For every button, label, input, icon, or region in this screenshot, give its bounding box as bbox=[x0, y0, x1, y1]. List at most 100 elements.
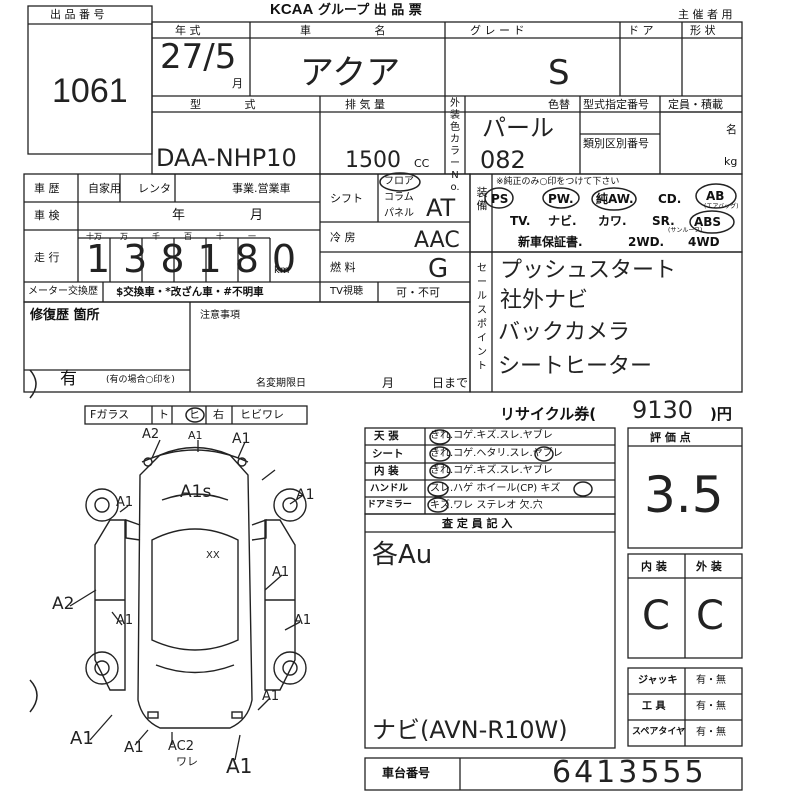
digit-100k: 十万 bbox=[86, 232, 102, 241]
color-value: パール bbox=[482, 114, 554, 142]
digit-10k: 万 bbox=[120, 232, 128, 241]
chassis-label: 車台番号 bbox=[382, 766, 431, 780]
glass-item-3: 右 bbox=[213, 408, 224, 421]
annotation-circles bbox=[29, 172, 737, 713]
tools-value: 有・無 bbox=[696, 701, 726, 712]
equip-abs: ABS bbox=[694, 215, 722, 229]
mark-right-rear: A1 bbox=[294, 613, 312, 628]
glass-item-2: ヒ bbox=[189, 408, 200, 421]
cond-ceiling-label: 天 張 bbox=[374, 430, 399, 442]
equip-pw: PW. bbox=[548, 192, 574, 206]
tv-options: 可・不可 bbox=[396, 286, 440, 299]
sales-points-label: セールスポイント bbox=[477, 263, 487, 372]
grade-label: グ レ ー ド bbox=[470, 24, 525, 37]
cond-interior-label: 内 装 bbox=[374, 465, 399, 477]
cond-interior-text: きれ.コゲ.キズ.スレ.ヤブレ bbox=[430, 465, 553, 476]
year-label: 年 式 bbox=[175, 24, 201, 37]
sales-point-1: プッシュスタート bbox=[500, 258, 677, 283]
chassis-value: 6413555 bbox=[552, 755, 707, 790]
mark-right-wheel: A1 bbox=[296, 487, 315, 503]
equip-2wd: 2WD. bbox=[628, 235, 665, 249]
history-private: 自家用 bbox=[88, 182, 121, 195]
tools-label: 工 具 bbox=[642, 701, 666, 712]
repair-value: 有 bbox=[60, 369, 77, 389]
mileage-value: 138180 bbox=[86, 237, 310, 281]
equip-warranty: 新車保証書. bbox=[518, 235, 583, 249]
recycle-label: リサイクル券( bbox=[500, 405, 597, 423]
category-label: 類別区別番号 bbox=[583, 137, 649, 150]
shift-value: AT bbox=[426, 194, 456, 222]
score-label: 評 価 点 bbox=[650, 431, 691, 444]
cond-mirror-label: ドアミラー bbox=[367, 500, 412, 510]
mark-right-tail: A1 bbox=[262, 689, 280, 704]
car-name-label: 車 名 bbox=[300, 24, 386, 37]
cond-seat-text: きれ.コゲ.ヘタリ.スレ.ヤブレ bbox=[430, 448, 563, 459]
equip-4wd: 4WD bbox=[688, 235, 720, 249]
inspector-note: 各Au bbox=[372, 540, 433, 570]
mark-rear-left: A1 bbox=[70, 728, 94, 749]
mark-left-rear: A1 bbox=[116, 613, 134, 628]
car-name-value: アクア bbox=[300, 53, 401, 93]
sheet-title: グループ 出 品 票 bbox=[318, 3, 422, 18]
brand-logo: KCAA bbox=[270, 1, 314, 18]
inspection-month-unit: 月 bbox=[250, 208, 264, 223]
inspector-label: 査 定 員 記 入 bbox=[442, 517, 513, 530]
displacement-value: 1500 bbox=[345, 148, 401, 173]
inspection-label: 車 検 bbox=[34, 209, 60, 222]
glass-label: Fガラス bbox=[90, 408, 130, 421]
month-suffix: 月 bbox=[232, 77, 243, 90]
mark-left-door: A2 bbox=[52, 594, 75, 614]
meter-label: メーター交換歴 bbox=[28, 286, 98, 297]
mark-rear-glass-crack: ワレ bbox=[176, 755, 198, 768]
equip-ps: PS bbox=[491, 192, 509, 206]
model-label: 型 式 bbox=[190, 98, 256, 111]
mark-hood: A1s bbox=[180, 482, 212, 502]
equip-cd: CD. bbox=[658, 192, 682, 206]
change-month: 月 bbox=[382, 376, 395, 390]
ac-label: 冷 房 bbox=[330, 231, 356, 244]
fuel-value: G bbox=[428, 254, 449, 284]
mark-front-center: A1 bbox=[188, 429, 203, 442]
tv-label: TV視聴 bbox=[330, 286, 363, 297]
repair-label: 修復歴 箇所 bbox=[30, 308, 100, 323]
jack-label: ジャッキ bbox=[638, 675, 678, 686]
grade-value: S bbox=[548, 53, 570, 93]
exterior-color-label: 外装色カラーNo. bbox=[450, 98, 460, 193]
interior-grade-label: 内 装 bbox=[641, 560, 667, 573]
mark-left-mirror: A1 bbox=[116, 495, 134, 510]
door-label: ド ア bbox=[628, 24, 654, 37]
color-no-value: 082 bbox=[480, 146, 526, 174]
history-label: 車 歴 bbox=[34, 182, 60, 195]
mark-rear-bumper: A1 bbox=[124, 738, 144, 756]
shift-label: シフト bbox=[330, 192, 363, 205]
mark-front-right: A1 bbox=[232, 431, 251, 447]
spare-tire-value: 有・無 bbox=[696, 727, 726, 738]
cond-handle-text: スレ.ハゲ ホイール(CP) キズ bbox=[430, 483, 561, 494]
recycle-value: 9130 bbox=[632, 396, 694, 424]
history-business: 事業.営業車 bbox=[232, 182, 291, 195]
cond-handle-label: ハンドル bbox=[370, 483, 409, 494]
equipment-label: 装備 bbox=[476, 186, 488, 212]
sales-point-4: シートヒーター bbox=[498, 354, 653, 379]
lot-number: 1061 bbox=[52, 72, 128, 110]
digit-10: 十 bbox=[216, 232, 224, 241]
glass-item-1: ト bbox=[158, 408, 169, 421]
model-value: DAA-NHP10 bbox=[156, 144, 297, 172]
equip-leather: カワ. bbox=[598, 214, 627, 228]
shift-panel: パネル bbox=[384, 208, 414, 219]
cond-ceiling-text: きれ.コゲ.キズ.スレ.ヤブレ bbox=[430, 430, 553, 441]
cond-mirror-text: キズ.ワレ ステレオ 欠.穴 bbox=[430, 500, 543, 511]
shift-floor: フロア bbox=[384, 176, 414, 187]
navi-note: ナビ(AVN-R10W) bbox=[372, 716, 568, 744]
equip-tv: TV. bbox=[510, 214, 531, 228]
sales-point-2: 社外ナビ bbox=[500, 288, 589, 313]
mark-right-door: A1 bbox=[272, 565, 290, 580]
digit-1k: 千 bbox=[152, 232, 160, 241]
km-unit: km bbox=[274, 265, 290, 276]
equip-navi: ナビ. bbox=[548, 214, 577, 228]
equip-aw: 純AW. bbox=[596, 192, 634, 206]
cc-unit: CC bbox=[414, 157, 430, 170]
type-designation-label: 型式指定番号 bbox=[583, 98, 649, 111]
mark-roof: XX bbox=[206, 550, 220, 561]
shape-label: 形 状 bbox=[690, 24, 716, 37]
